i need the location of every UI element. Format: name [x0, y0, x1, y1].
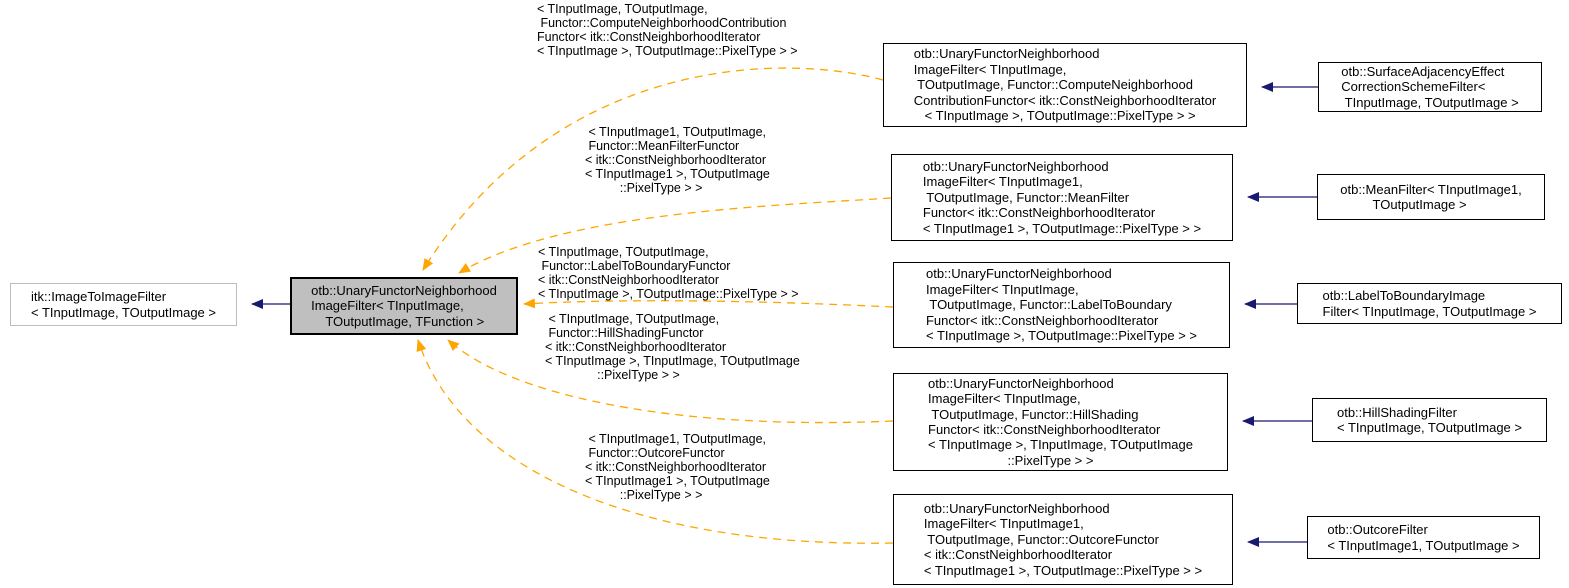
node-derived-meanfilter[interactable]: otb::MeanFilter< TInputImage1, TOutputIm…: [1317, 174, 1545, 220]
node-label: otb::OutcoreFilter < TInputImage1, TOutp…: [1327, 522, 1520, 553]
edge-label-hillshadingfunctor-args: < TInputImage, TOutputImage, Functor::Hi…: [545, 312, 800, 382]
node-instance-hillshadingfunctor[interactable]: otb::UnaryFunctorNeighborhood ImageFilte…: [893, 373, 1228, 471]
node-current-class-unaryfunctorneighborhoodimagefilter: otb::UnaryFunctorNeighborhood ImageFilte…: [290, 277, 518, 335]
edge-label-labeltoboundaryfunctor-args: < TInputImage, TOutputImage, Functor::La…: [538, 245, 799, 301]
node-label: itk::ImageToImageFilter < TInputImage, T…: [30, 289, 216, 320]
node-instance-computeneighborhoodcontribution[interactable]: otb::UnaryFunctorNeighborhood ImageFilte…: [883, 43, 1247, 127]
node-instance-outcorefunctor[interactable]: otb::UnaryFunctorNeighborhood ImageFilte…: [893, 494, 1233, 585]
template-edge-compute-neighborhood: [422, 67, 884, 271]
edge-label-meanfilterfunctor-args: < TInputImage1, TOutputImage, Functor::M…: [585, 125, 770, 195]
node-label: otb::LabelToBoundaryImage Filter< TInput…: [1322, 288, 1537, 319]
node-instance-labeltoboundaryfunctor[interactable]: otb::UnaryFunctorNeighborhood ImageFilte…: [893, 262, 1230, 348]
node-label: otb::UnaryFunctorNeighborhood ImageFilte…: [923, 500, 1203, 578]
node-label: otb::UnaryFunctorNeighborhood ImageFilte…: [928, 375, 1193, 468]
template-edge-meanfilter: [458, 197, 892, 274]
node-derived-hillshadingfilter[interactable]: otb::HillShadingFilter < TInputImage, TO…: [1312, 398, 1547, 442]
node-label: otb::UnaryFunctorNeighborhood ImageFilte…: [913, 46, 1217, 124]
node-label: otb::MeanFilter< TInputImage1, TOutputIm…: [1340, 181, 1522, 212]
node-label: otb::UnaryFunctorNeighborhood ImageFilte…: [311, 282, 497, 329]
node-label: otb::UnaryFunctorNeighborhood ImageFilte…: [925, 266, 1197, 344]
node-base-class-itk-imagetoimagefilter: itk::ImageToImageFilter < TInputImage, T…: [10, 283, 237, 326]
node-derived-surfaceadjacencyeffectcorrectionschemefilter[interactable]: otb::SurfaceAdjacencyEffect CorrectionSc…: [1318, 62, 1542, 112]
node-derived-outcorefilter[interactable]: otb::OutcoreFilter < TInputImage1, TOutp…: [1307, 516, 1540, 559]
edge-label-outcorefunctor-args: < TInputImage1, TOutputImage, Functor::O…: [585, 432, 770, 502]
template-edge-outcore: [416, 339, 894, 544]
edge-label-computeneighborhoodcontribution-args: < TInputImage, TOutputImage, Functor::Co…: [537, 2, 798, 58]
node-derived-labeltoboundaryimagefilter[interactable]: otb::LabelToBoundaryImage Filter< TInput…: [1297, 283, 1562, 324]
node-label: otb::HillShadingFilter < TInputImage, TO…: [1336, 404, 1522, 435]
node-label: otb::SurfaceAdjacencyEffect CorrectionSc…: [1341, 63, 1519, 110]
node-label: otb::UnaryFunctorNeighborhood ImageFilte…: [922, 158, 1202, 236]
template-edge-labeltoboundary: [523, 298, 894, 309]
node-instance-meanfilterfunctor[interactable]: otb::UnaryFunctorNeighborhood ImageFilte…: [891, 154, 1233, 241]
